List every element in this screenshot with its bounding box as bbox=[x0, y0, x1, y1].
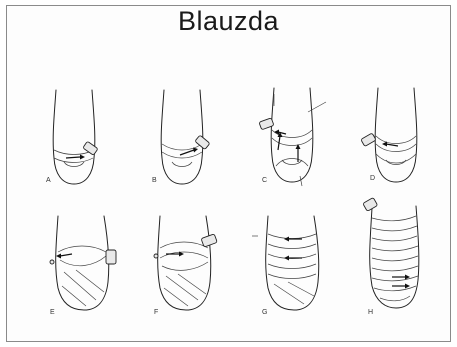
panel-d: D bbox=[361, 88, 417, 182]
panel-g: G bbox=[252, 216, 319, 316]
panel-label-c: C bbox=[262, 177, 267, 184]
panel-c: C bbox=[259, 88, 326, 186]
panel-label-b: B bbox=[152, 177, 157, 184]
panel-e: E bbox=[50, 216, 116, 316]
panel-label-h: H bbox=[368, 309, 373, 316]
panel-label-d: D bbox=[370, 175, 375, 182]
panel-label-a: A bbox=[46, 177, 51, 184]
panel-label-e: E bbox=[50, 309, 55, 316]
panel-label-f: F bbox=[154, 309, 158, 316]
panel-h: H bbox=[363, 198, 419, 316]
panel-f: F bbox=[154, 216, 217, 316]
panel-b: B bbox=[152, 90, 210, 184]
panel-label-g: G bbox=[262, 309, 267, 316]
panel-a: A bbox=[46, 90, 98, 184]
